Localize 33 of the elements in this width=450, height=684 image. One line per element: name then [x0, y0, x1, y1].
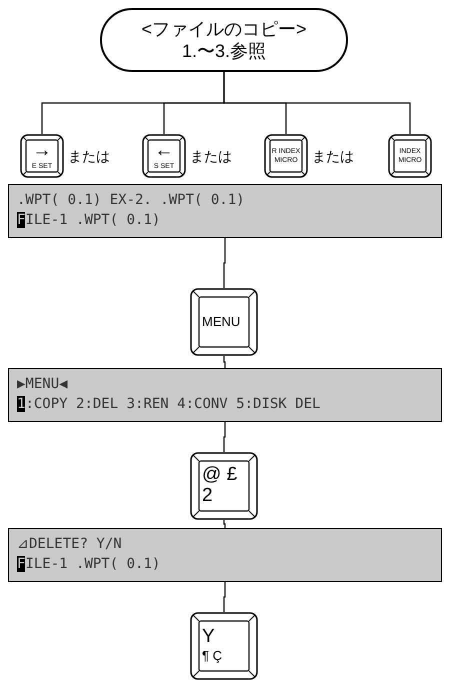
- keyboard-key: [142, 134, 186, 178]
- keyboard-key: [190, 612, 258, 680]
- display-text: 1:COPY 2:DEL 3:REN 4:CONV 5:DISK DEL: [17, 395, 322, 414]
- key-label: Y: [202, 627, 215, 648]
- keyboard-key: [190, 288, 258, 356]
- key-label: →: [32, 141, 52, 162]
- keyboard-key: [388, 134, 432, 178]
- key-label: MENU: [202, 314, 240, 330]
- lcd-display: [8, 528, 442, 582]
- or-text: または: [312, 147, 354, 166]
- lcd-display: [8, 368, 442, 422]
- or-text: または: [68, 147, 110, 166]
- keyboard-key: [190, 452, 258, 520]
- connector-line: [223, 356, 226, 368]
- display-text: .WPT( 0.1) EX-2. .WPT( 0.1): [17, 191, 246, 210]
- key-label: 2: [202, 486, 213, 507]
- connector-line: [223, 72, 411, 134]
- lcd-display: [8, 184, 442, 238]
- display-text: FILE-1 .WPT( 0.1): [17, 555, 162, 574]
- display-text: ⊿DELETE? Y/N: [17, 535, 123, 554]
- connector-line: [223, 582, 226, 612]
- key-label: ←: [154, 141, 174, 162]
- display-text: ▶MENU◀: [17, 375, 69, 394]
- terminal-text: <ファイルのコピー>: [141, 18, 307, 40]
- key-label: ¶ Ç: [202, 648, 222, 665]
- key-label: @ £: [202, 465, 238, 486]
- or-text: または: [190, 147, 232, 166]
- terminal-text: 1.〜3.参照: [182, 40, 266, 62]
- display-text: FILE-1 .WPT( 0.1): [17, 211, 162, 230]
- connector-line: [223, 422, 226, 452]
- keyboard-key: [20, 134, 64, 178]
- connector-line: [223, 238, 226, 288]
- keyboard-key: [264, 134, 308, 178]
